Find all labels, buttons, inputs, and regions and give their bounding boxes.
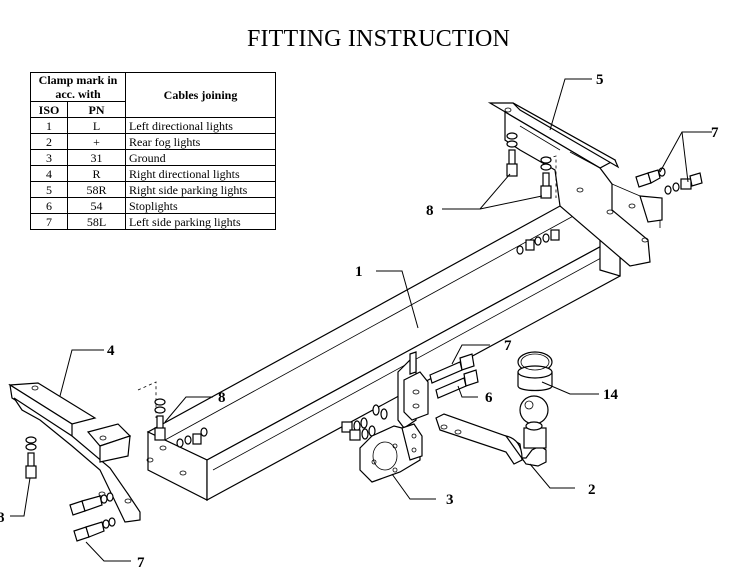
bar-end-nuts-left: [176, 427, 208, 448]
right-side-bracket: [487, 102, 663, 267]
center-nuts-washers: [341, 404, 388, 441]
callout-5: 5: [596, 72, 604, 88]
description-cell: Stoplights: [125, 197, 276, 214]
callout-8-mid: 8: [218, 390, 226, 406]
left-fasteners: [25, 398, 208, 542]
bar-end-nuts-right: [516, 229, 560, 255]
pn-cell: 54: [67, 197, 126, 214]
description-cell: Left side parking lights: [125, 213, 276, 230]
tow-ball-arm: [435, 395, 549, 467]
callout-6: 6: [485, 390, 493, 406]
callout-1: 1: [355, 264, 363, 280]
bolt-right-upper: [635, 167, 666, 188]
center-bolts: [341, 353, 479, 441]
center-mount-plates: [397, 351, 429, 429]
pn-header: PN: [67, 101, 126, 118]
callout-7-top: 7: [711, 125, 719, 141]
table-row: 7 58L Left side parking lights: [30, 213, 276, 230]
callout-7-mid: 7: [504, 338, 512, 354]
callout-3: 3: [446, 492, 454, 508]
description-cell: Right directional lights: [125, 165, 276, 182]
iso-cell: 7: [30, 213, 68, 230]
callout-4: 4: [107, 343, 115, 359]
bolt-left-lower: [73, 517, 116, 542]
pn-cell: 58L: [67, 213, 126, 230]
description-cell: Ground: [125, 149, 276, 166]
callout-8-left: 8: [0, 510, 5, 526]
left-side-bracket: [8, 382, 141, 523]
socket-plate: [359, 423, 423, 483]
cable-connection-table: Clamp mark in acc. with Cables joining I…: [30, 72, 276, 230]
pn-cell: 31: [67, 149, 126, 166]
table-row: 4 R Right directional lights: [30, 165, 276, 182]
alignment-guides: [137, 155, 557, 418]
ball-cap: [517, 351, 553, 392]
description-cell: Right side parking lights: [125, 181, 276, 198]
callout-8-top: 8: [426, 203, 434, 219]
callout-7-bottom: 7: [137, 555, 145, 571]
bolt-right-lower: [664, 172, 703, 195]
leader-lines: [10, 78, 712, 562]
table-row: 3 31 Ground: [30, 149, 276, 166]
callout-2: 2: [588, 482, 596, 498]
clamp-mark-header: Clamp mark in acc. with: [30, 72, 126, 102]
table-row: 6 54 Stoplights: [30, 197, 276, 214]
bolt-left-upper: [69, 492, 114, 516]
table-header-row: Clamp mark in acc. with Cables joining: [30, 72, 276, 118]
right-fasteners: [506, 132, 703, 255]
callout-14: 14: [603, 387, 619, 403]
callout-labels: 1 2 3 4 5 6 7 7 7 8 8 8 14: [0, 72, 719, 571]
page-title: FITTING INSTRUCTION: [246, 26, 511, 52]
cables-joining-header: Cables joining: [125, 72, 276, 118]
